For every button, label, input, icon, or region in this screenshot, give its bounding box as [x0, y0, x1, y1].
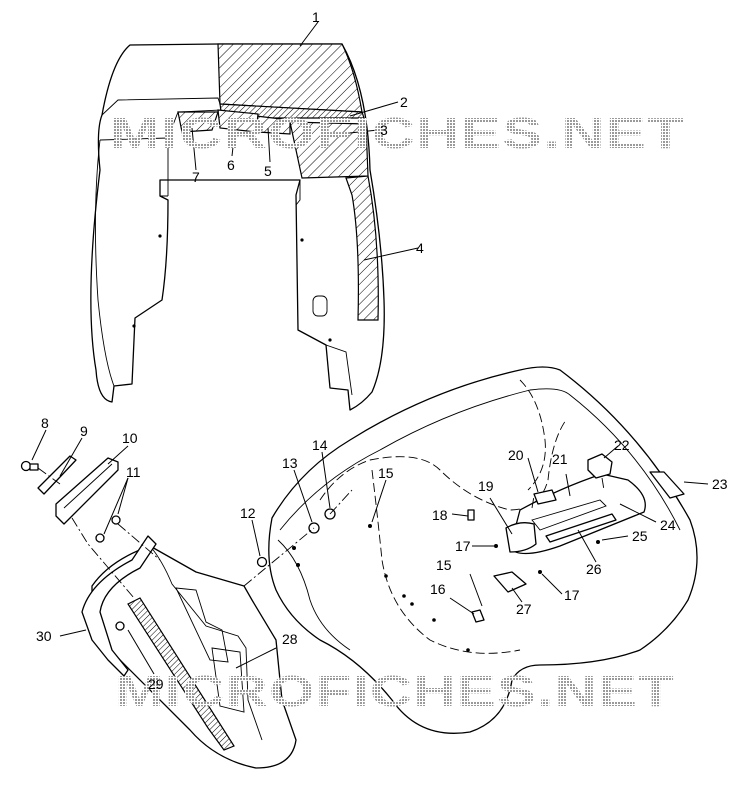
- strip-9: [37, 455, 77, 495]
- callout-label: 29: [148, 676, 164, 692]
- callout-label: 13: [282, 455, 298, 471]
- hood-assembly: [90, 43, 385, 411]
- hood-rivet: [158, 234, 162, 238]
- body-hole: [466, 648, 470, 652]
- callout-label: 15: [436, 557, 452, 573]
- callout-label: 30: [36, 628, 52, 644]
- callout-label: 27: [516, 601, 532, 617]
- console-pad-26: [545, 513, 617, 543]
- callout-label: 15: [378, 465, 394, 481]
- callout-label: 4: [416, 240, 424, 256]
- callout-label: 3: [380, 122, 388, 138]
- console-panel-21: [509, 473, 646, 555]
- watermark-bottom: MICROFICHES.NET: [115, 667, 675, 716]
- hood-slot: [312, 295, 328, 317]
- callout-label: 5: [264, 163, 272, 179]
- callout-label: 2: [400, 94, 408, 110]
- seal-4: [345, 175, 379, 321]
- bolt-8: [20, 460, 39, 472]
- grille-29: [127, 597, 235, 751]
- bumper-inner: [149, 545, 263, 741]
- hood-left-panel: [160, 140, 169, 197]
- callout-label: 28: [282, 631, 298, 647]
- body-hole: [432, 618, 436, 622]
- body-hole: [384, 574, 388, 578]
- callout-label: 16: [430, 581, 446, 597]
- callout-label: 23: [712, 476, 728, 492]
- rivet-17: [494, 544, 498, 548]
- bracket-20: [533, 489, 557, 505]
- handle-30: [81, 535, 157, 677]
- console-panel-inner: [531, 499, 607, 531]
- rivet-15: [368, 524, 372, 528]
- bracket-22: [587, 453, 613, 479]
- leader-lines: [31, 21, 709, 675]
- body-hidden-contour: [319, 419, 567, 511]
- rivet-25: [596, 540, 600, 544]
- console-cover-19: [505, 522, 537, 553]
- assembly-lines: [37, 467, 605, 599]
- callout-label: 7: [192, 169, 200, 185]
- rivet-17: [538, 570, 542, 574]
- hood-rivet: [300, 238, 304, 242]
- callout-labels: 1 2 3 4 5 6 7 8 9 10 11 12 13 14 15 15 1…: [36, 9, 728, 692]
- callout-label: 18: [432, 507, 448, 523]
- body-hole: [296, 563, 300, 567]
- callout-label: 1: [312, 9, 320, 25]
- hood-right-panel: [295, 180, 353, 396]
- bumper-panel: [211, 647, 245, 713]
- bolt-11: [95, 515, 121, 543]
- hood-rivet: [132, 324, 136, 328]
- body-hidden-contour: [371, 469, 521, 654]
- bracket-10-edge: [63, 463, 113, 509]
- callout-label: 17: [564, 587, 580, 603]
- callout-label: 9: [80, 423, 88, 439]
- clip-27: [493, 571, 527, 593]
- fastener-18: [467, 509, 475, 521]
- callout-label: 10: [122, 430, 138, 446]
- callout-label: 17: [455, 538, 471, 554]
- screw-29: [115, 621, 125, 631]
- callout-label: 8: [41, 415, 49, 431]
- hood-left-edge: [94, 139, 115, 387]
- body-hole: [402, 594, 406, 598]
- callout-label: 14: [312, 437, 328, 453]
- callout-label: 24: [660, 517, 676, 533]
- callout-label: 12: [240, 505, 256, 521]
- seal-1: [217, 43, 363, 113]
- watermark-top: MICROFICHES.NET: [110, 109, 685, 158]
- body-hidden-contour: [519, 379, 546, 491]
- hood-rivet: [328, 338, 332, 342]
- bracket-10: [55, 457, 119, 525]
- bumper-panel: [175, 587, 229, 663]
- callout-label: 19: [478, 478, 494, 494]
- bumper-assembly: [81, 535, 297, 769]
- body-hole: [410, 602, 414, 606]
- callout-label: 6: [227, 157, 235, 173]
- console-parts: [368, 453, 685, 623]
- seal-7: [177, 111, 219, 133]
- body-front-face: [277, 539, 351, 651]
- strip-23: [649, 471, 685, 499]
- nut-12: [256, 556, 268, 568]
- callout-label: 25: [632, 528, 648, 544]
- plate-16: [471, 609, 485, 623]
- callout-label: 11: [126, 464, 141, 480]
- callout-label: 22: [614, 437, 630, 453]
- seal-6: [217, 109, 259, 133]
- callout-label: 21: [552, 451, 568, 467]
- body-hole: [292, 546, 296, 550]
- callout-label: 26: [586, 561, 602, 577]
- callout-label: 20: [508, 447, 524, 463]
- body-rim: [279, 388, 681, 531]
- seal-5: [255, 115, 291, 135]
